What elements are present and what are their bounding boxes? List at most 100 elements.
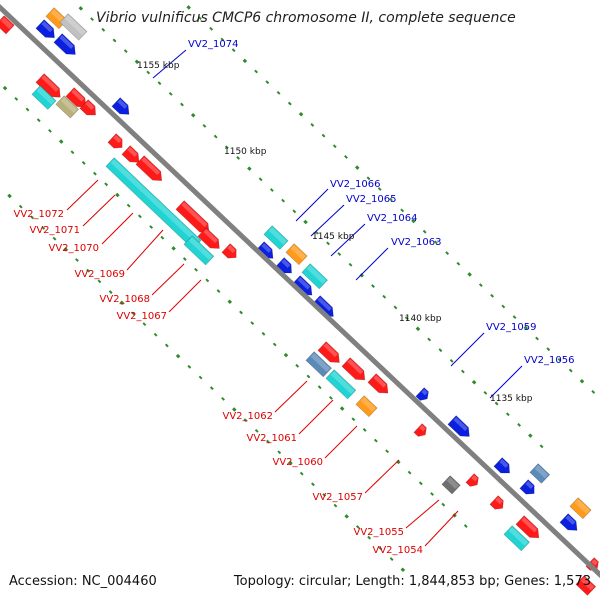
tick-mark <box>591 389 596 394</box>
tick-mark <box>389 197 393 202</box>
tick-mark <box>243 418 248 423</box>
tick-mark <box>281 198 286 203</box>
gene-label[interactable]: VV2_1074 <box>188 39 239 50</box>
gene-label[interactable]: VV2_1062 <box>223 411 274 422</box>
tick-mark <box>517 423 521 427</box>
gene-label[interactable]: VV2_1057 <box>313 492 364 503</box>
tick-mark <box>221 396 225 401</box>
tick-mark <box>460 369 465 374</box>
tick-mark <box>25 107 30 112</box>
tick-mark <box>112 38 117 43</box>
gene-arrow <box>35 19 55 39</box>
tick-mark <box>463 524 468 528</box>
gene-label[interactable]: VV2_1070 <box>49 243 100 254</box>
tick-mark <box>261 331 266 336</box>
gene-block <box>31 85 57 110</box>
tick-mark <box>119 300 125 306</box>
tick-mark <box>97 279 102 284</box>
tick-mark <box>292 209 297 214</box>
gene-arrow <box>447 415 470 437</box>
tick-mark <box>505 412 510 417</box>
gene-label[interactable]: VV2_1054 <box>373 545 424 556</box>
summary-text: Topology: circular; Length: 1,844,853 bp… <box>233 574 591 589</box>
tick-mark <box>344 514 349 519</box>
tick-mark <box>254 428 259 433</box>
tick-mark <box>265 80 270 85</box>
tick-mark <box>115 192 120 198</box>
gene-label[interactable]: VV2_1071 <box>30 225 81 236</box>
tick-mark <box>546 347 551 352</box>
tick-mark <box>187 364 192 369</box>
tick-mark <box>456 261 461 266</box>
tick-mark <box>90 17 94 22</box>
tick-mark <box>523 325 529 331</box>
gene-label[interactable]: VV2_1067 <box>117 311 168 322</box>
gene-block <box>503 525 530 552</box>
tick-mark <box>104 182 109 187</box>
tick-mark <box>483 390 488 395</box>
tick-mark <box>108 290 113 294</box>
tick-mark <box>254 69 259 74</box>
tick-mark <box>231 48 236 53</box>
gene-arrow <box>415 387 429 401</box>
tick-mark <box>209 26 214 31</box>
leader-line <box>355 247 389 281</box>
leader-line <box>82 194 116 227</box>
chromosome-backbone <box>0 4 600 579</box>
tick-mark <box>41 226 46 230</box>
tick-mark <box>337 252 342 256</box>
gene-label[interactable]: VV2_1056 <box>524 355 575 366</box>
tick-mark <box>232 407 237 412</box>
tick-mark <box>430 492 434 496</box>
gene-label[interactable]: VV2_1055 <box>354 527 405 538</box>
leader-line <box>295 188 329 222</box>
tick-mark <box>134 59 140 65</box>
tick-mark <box>400 567 406 572</box>
gene-label[interactable]: VV2_1061 <box>247 433 298 444</box>
gene-label[interactable]: VV2_1069 <box>75 269 126 280</box>
tick-mark <box>137 214 142 219</box>
leader-line <box>324 425 358 459</box>
tick-mark <box>149 225 154 229</box>
gene-block <box>575 575 597 596</box>
gene-label[interactable]: VV2_1072 <box>14 209 65 220</box>
tick-mark <box>411 218 416 224</box>
tick-mark <box>225 145 229 150</box>
gene-label[interactable]: VV2_1060 <box>273 457 324 468</box>
gene-block <box>569 497 592 520</box>
gene-block <box>59 13 88 41</box>
tick-mark <box>422 229 427 234</box>
tick-mark <box>288 460 293 466</box>
gene-label[interactable]: VV2_1059 <box>486 322 537 333</box>
gene-label[interactable]: VV2_1065 <box>346 194 397 205</box>
gene-label[interactable]: VV2_1068 <box>100 294 151 305</box>
gene-arrow <box>107 133 123 149</box>
leader-line <box>450 332 485 367</box>
gene-arrow <box>489 495 504 510</box>
tick-mark <box>438 348 443 353</box>
leader-line <box>168 279 202 313</box>
tick-mark <box>371 284 375 288</box>
gene-block <box>285 243 308 266</box>
tick-mark <box>164 343 169 348</box>
tick-mark <box>126 203 131 208</box>
gene-label[interactable]: VV2_1063 <box>391 237 442 248</box>
gene-arrow <box>121 145 140 163</box>
tick-mark <box>194 267 198 272</box>
gene-arrow <box>35 73 61 98</box>
tick-mark <box>385 449 390 454</box>
tick-mark <box>171 246 176 251</box>
tick-mark <box>306 374 311 379</box>
tick-mark <box>418 481 423 486</box>
gene-label[interactable]: VV2_1064 <box>367 213 418 224</box>
gene-arrow <box>559 513 578 531</box>
label-leader-lines <box>66 49 523 547</box>
tick-mark <box>366 176 371 181</box>
tick-mark <box>568 368 573 373</box>
tick-mark <box>378 546 383 551</box>
gene-label[interactable]: VV2_1066 <box>330 179 381 190</box>
tick-mark <box>441 502 446 507</box>
position-label: 1155 kbp <box>137 61 180 71</box>
